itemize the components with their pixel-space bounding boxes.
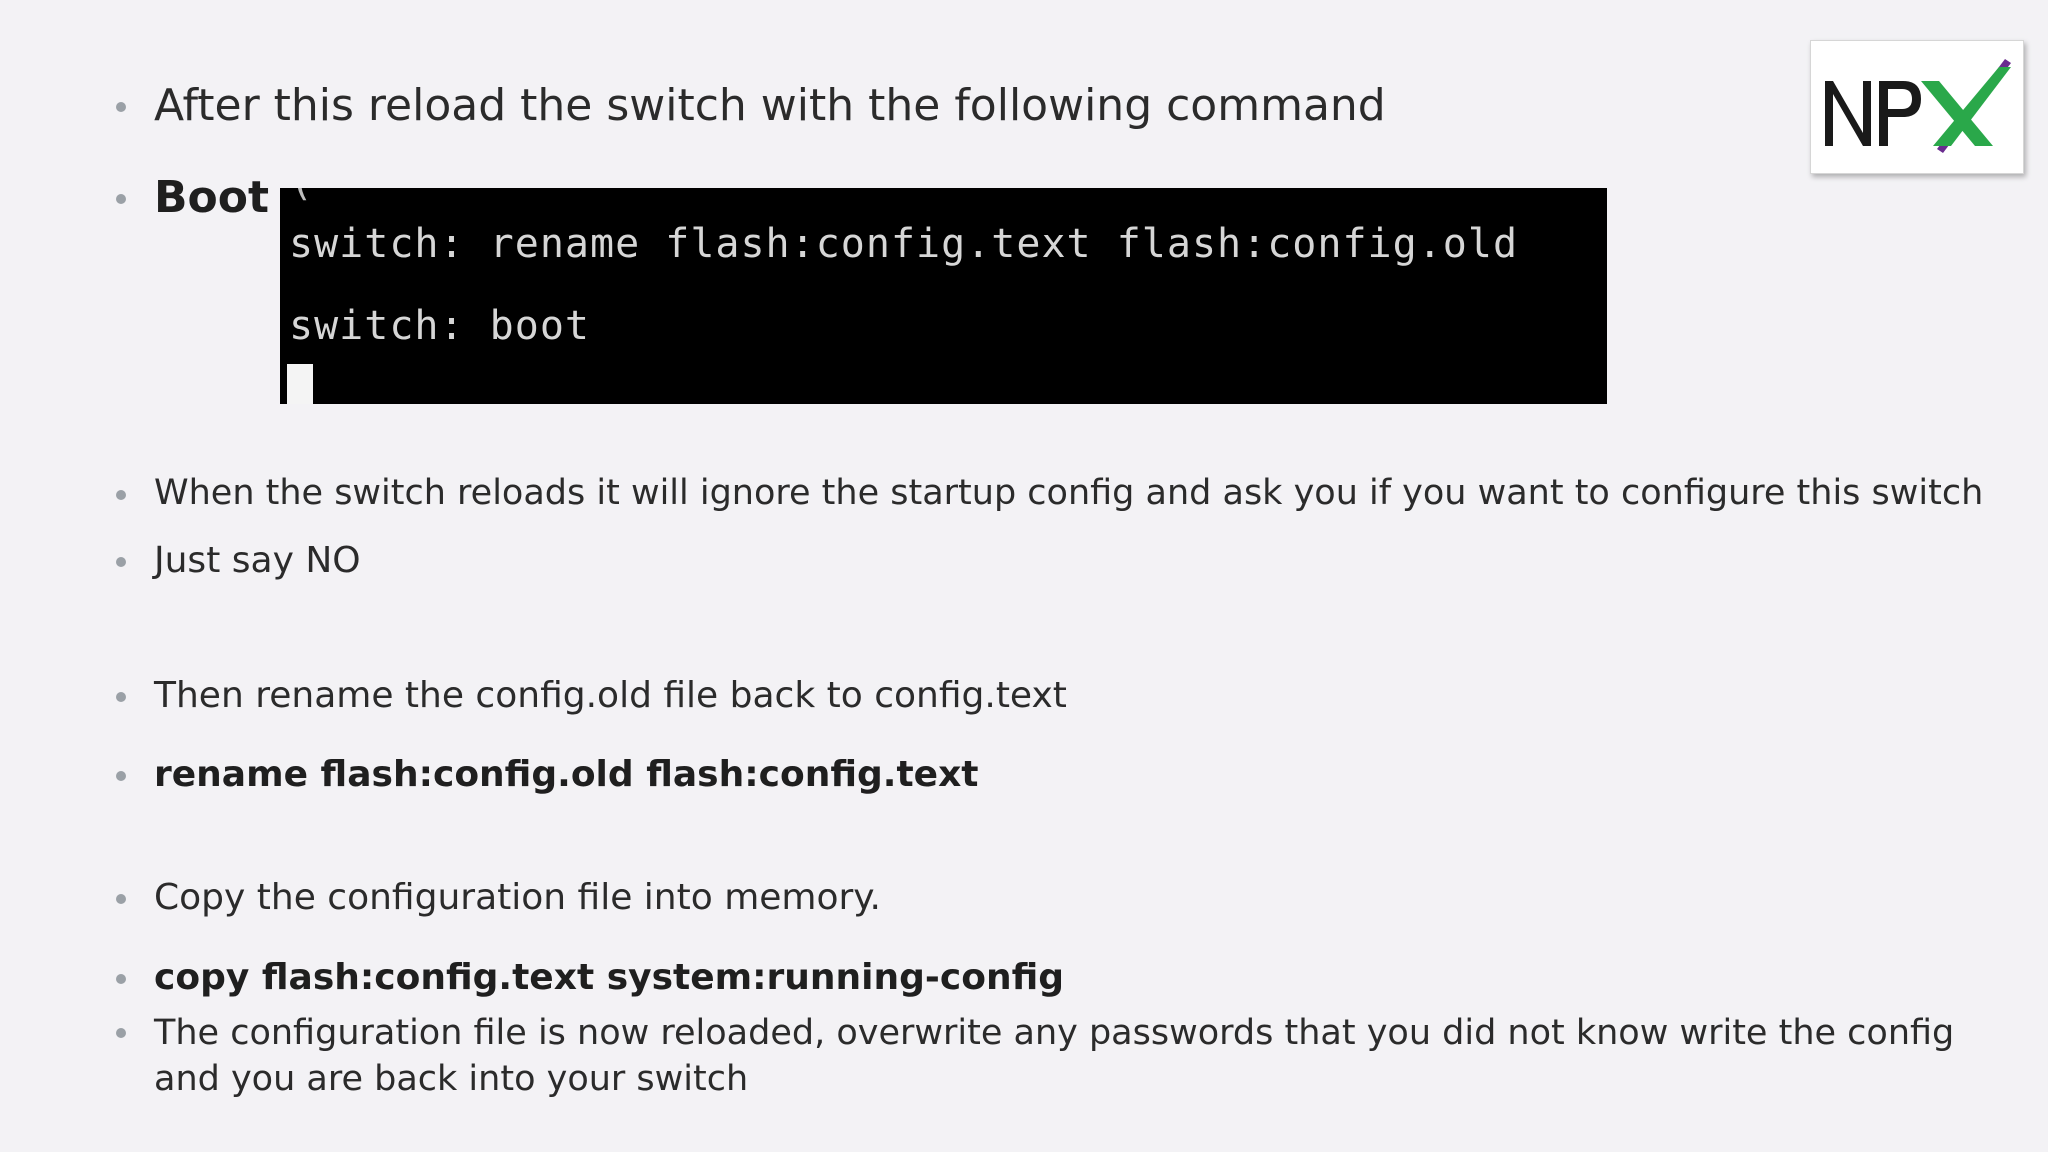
bullet-dot [116,102,126,112]
bullet-dot [116,194,126,204]
bullet-text: Just say NO [154,540,361,581]
bullet-copy-instruction: Copy the configuration file into memory. [116,880,881,916]
terminal-line-rename: switch: rename flash:config.text flash:c… [289,221,1519,267]
bullet-text: Copy the configuration file into memory. [154,877,881,918]
bullet-copy-command: copy flash:config.text system:running-co… [116,960,1064,996]
bullet-reload-behavior: When the switch reloads it will ignore t… [116,476,1983,511]
bullet-reload-instruction: After this reload the switch with the fo… [116,84,1386,128]
bullet-text: The configuration file is now reloaded, … [154,1013,1955,1099]
terminal-cursor [287,364,313,404]
bullet-text: Then rename the config.old file back to … [154,675,1067,716]
bullet-dot [116,771,126,781]
bullet-dot [116,557,126,567]
bullet-say-no: Just say NO [116,543,361,579]
bullet-dot [116,490,126,500]
terminal-partial-line: ( [289,188,314,202]
bullet-rename-command: rename flash:config.old flash:config.tex… [116,757,979,793]
npx-logo [1810,40,2024,174]
bullet-config-reloaded: The configuration file is now reloaded, … [116,1010,1996,1102]
bullet-rename-back: Then rename the config.old file back to … [116,678,1067,714]
bullet-text: When the switch reloads it will ignore t… [154,473,1984,513]
bullet-dot [116,1028,126,1038]
terminal-screenshot: ( switch: rename flash:config.text flash… [280,188,1607,404]
bullet-dot [116,894,126,904]
terminal-line-boot: switch: boot [289,303,590,349]
bullet-text: After this reload the switch with the fo… [154,80,1386,131]
npx-logo-mark [1825,59,2011,153]
bullet-dot [116,974,126,984]
bullet-boot: Boot [116,176,269,220]
bullet-dot [116,692,126,702]
bullet-text: rename flash:config.old flash:config.tex… [154,754,979,795]
bullet-text: copy flash:config.text system:running-co… [154,957,1065,998]
bullet-text: Boot [154,172,270,223]
